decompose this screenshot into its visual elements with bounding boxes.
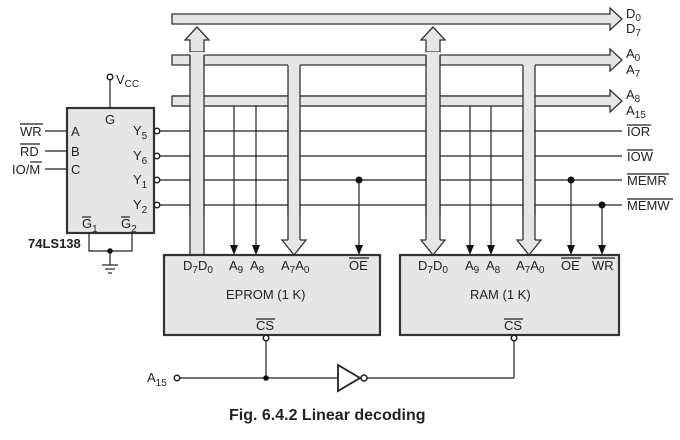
a15-terminal [173,374,181,382]
eprom-data-bus-arrow [183,26,211,53]
svg-text:G: G [105,112,115,127]
svg-text:G1: G1 [82,216,98,235]
svg-text:A15: A15 [147,370,167,389]
control-labels: IOR IOW MEMR MEMW [627,124,673,213]
decoder-74ls138: VCC G WR A RD B IO/M C Y5 Y6 Y1 Y2 G1 G2 [12,72,161,274]
vcc-terminal [106,73,114,81]
svg-text:Y5: Y5 [133,123,148,142]
svg-text:CS: CS [256,318,274,333]
svg-text:A7A0: A7A0 [516,258,545,276]
svg-text:OE: OE [349,258,368,273]
address-bus-low [171,47,623,73]
ram-title: RAM (1 K) [470,287,531,302]
svg-text:WR: WR [592,258,614,273]
figure-caption: Fig. 6.4.2 Linear decoding [229,407,425,424]
bus-labels: D0 D7 A0 A7 A8 A15 [626,6,646,121]
svg-text:D0: D0 [626,6,641,24]
svg-text:D7D0: D7D0 [183,258,213,276]
svg-text:A0: A0 [626,46,641,64]
svg-text:D7D0: D7D0 [418,258,448,276]
eprom-title: EPROM (1 K) [226,287,305,302]
svg-text:VCC: VCC [116,72,139,90]
svg-text:A7: A7 [626,62,641,80]
address-taps [230,106,495,255]
memw-label: MEMW [627,198,670,213]
svg-text:G2: G2 [121,216,137,235]
svg-text:A: A [71,124,80,139]
svg-text:C: C [71,162,80,177]
svg-text:A9: A9 [465,258,480,276]
ram-data-bus-arrow [419,26,447,53]
chip-select-network: A15 [147,334,518,393]
svg-text:A8: A8 [626,87,641,105]
svg-text:WR: WR [20,124,42,139]
svg-text:B: B [71,144,80,159]
ior-label: IOR [627,124,650,139]
iow-label: IOW [627,149,654,164]
svg-text:A8: A8 [250,258,265,276]
svg-text:A15: A15 [626,103,646,121]
svg-text:D7: D7 [626,21,641,39]
data-bus [171,6,623,53]
control-lines [160,130,622,206]
svg-text:A9: A9 [229,258,244,276]
decoder-part-label: 74LS138 [28,236,81,251]
svg-text:CS: CS [504,318,522,333]
memr-label: MEMR [627,173,667,188]
svg-text:Y2: Y2 [133,197,148,216]
svg-text:RD: RD [20,144,39,159]
svg-text:OE: OE [561,258,580,273]
svg-text:Y6: Y6 [133,148,148,167]
eprom-chip: D7D0 A9 A8 A7A0 OE EPROM (1 K) CS [162,253,382,337]
control-taps [355,176,606,255]
ram-chip: D7D0 A9 A8 A7A0 OE WR RAM (1 K) CS [398,253,621,337]
inverter-gate [337,363,362,393]
svg-text:Y1: Y1 [133,172,148,191]
svg-text:A8: A8 [486,258,501,276]
svg-text:A7A0: A7A0 [281,258,310,276]
svg-text:IO/M: IO/M [12,162,40,177]
